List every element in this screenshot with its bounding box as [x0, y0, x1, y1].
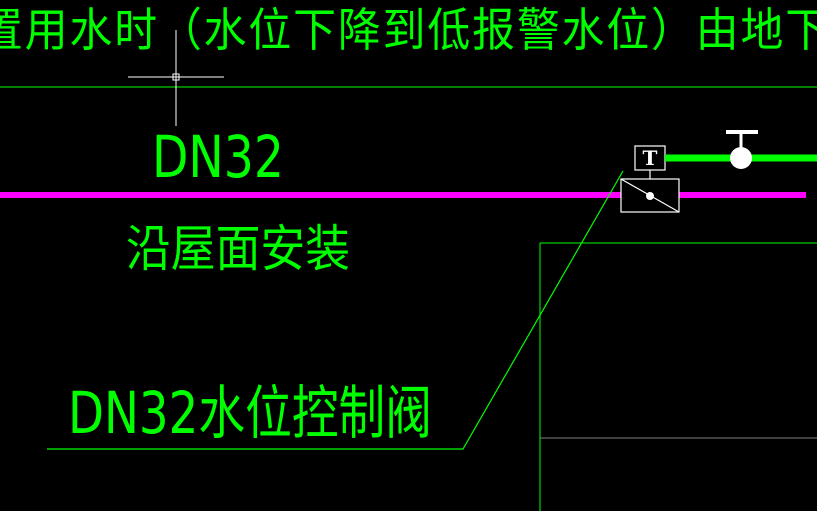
pipe-size-label: DN32 — [152, 123, 284, 191]
crosshair-cursor-icon — [128, 30, 224, 126]
gate-valve-icon — [726, 130, 758, 169]
tag-symbol-text: T — [643, 146, 658, 170]
temperature-tag-icon: T — [634, 145, 666, 171]
install-note-text: 沿屋面安装 — [126, 220, 350, 278]
level-control-valve-icon — [620, 170, 680, 213]
header-note-text: 置用水时（水位下降到低报警水位）由地下 — [0, 3, 817, 57]
building-outline — [539, 242, 817, 511]
valve-callout-leader — [47, 170, 624, 450]
valve-callout-text: DN32水位控制阀 — [68, 379, 432, 447]
